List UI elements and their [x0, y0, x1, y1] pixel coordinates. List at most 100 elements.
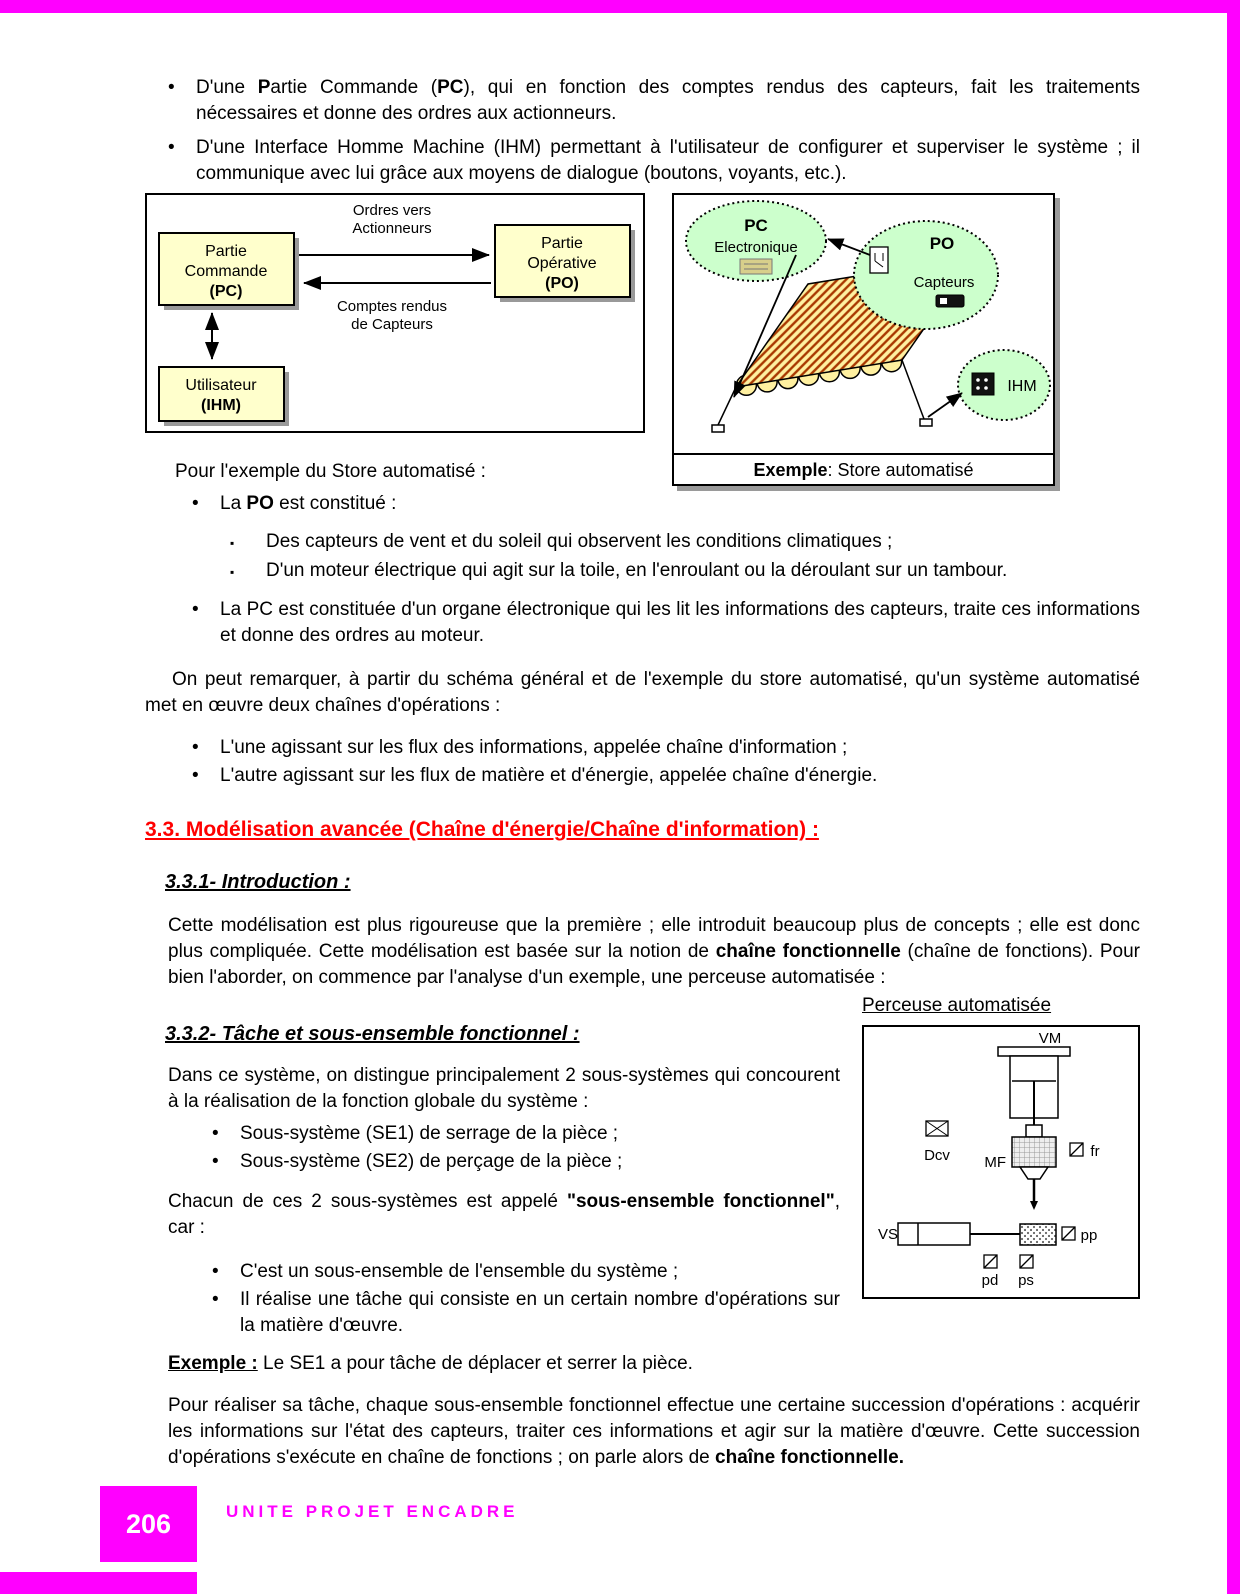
reports-label-line2: de Capteurs [351, 316, 433, 333]
list-item: • D'une Interface Homme Machine (IHM) pe… [168, 135, 1140, 187]
text-segment-bold: P [257, 77, 271, 98]
heading-text: 3.3. Modélisation avancée (Chaîne d'éner… [145, 818, 819, 841]
arrow-po-to-pc [827, 238, 871, 256]
bullet-icon: • [212, 1289, 219, 1310]
po-box: Partie Opérative (PO) [494, 224, 635, 302]
pc-label-1: Partie [205, 243, 247, 260]
pc-po-diagram: Ordres vers Actionneurs Comptes rendus d… [158, 202, 635, 426]
text-segment: Dans ce système, on distingue principale… [168, 1065, 840, 1112]
list-item: • Il réalise une tâche qui consiste en u… [212, 1287, 840, 1339]
pc-box-rect [158, 232, 295, 306]
bullet-icon: • [212, 1151, 219, 1172]
bullet-icon: • [192, 599, 199, 620]
introduction-paragraph: Cette modélisation est plus rigoureuse q… [168, 913, 1140, 991]
text-segment: La [220, 493, 247, 514]
bullet-icon: • [168, 137, 175, 158]
list-item: • Sous-système (SE2) de perçage de la pi… [212, 1149, 840, 1175]
bullet-icon: • [192, 493, 199, 514]
pd-label: pd [982, 1272, 999, 1289]
mf-label: MF [984, 1154, 1006, 1171]
page-border-right [1227, 0, 1240, 1594]
relay-icon [869, 246, 889, 274]
section-3-3-2-heading: 3.3.2- Tâche et sous-ensemble fonctionne… [165, 1021, 1140, 1047]
heading-text: 3.3.1- Introduction : [165, 871, 351, 893]
horizontal-cylinder [897, 1222, 1020, 1246]
ps-sensor-icon [1019, 1254, 1034, 1269]
awning-foot-right [919, 418, 933, 427]
text-segment: UNITE PROJET ENCADRE [226, 1502, 519, 1521]
list-item-text: Il réalise une tâche qui consiste en un … [240, 1287, 840, 1339]
pd-sensor-icon [983, 1254, 998, 1269]
vm-label: VM [1039, 1030, 1062, 1047]
text-segment: D'un moteur électrique qui agit sur la t… [266, 560, 1008, 581]
pp-label: pp [1081, 1227, 1098, 1244]
ihm-label: IHM [1007, 378, 1036, 395]
text-segment: D'une [196, 77, 258, 98]
exemple-label: Exemple : [168, 1353, 258, 1374]
po-label-1: Partie [541, 235, 583, 252]
text-segment-bold: chaîne fonctionnelle [715, 941, 901, 962]
text-segment: L'autre agissant sur les flux de matière… [220, 765, 878, 786]
text-segment: est constitué : [273, 493, 397, 514]
text-segment: L'une agissant sur les flux des informat… [220, 737, 848, 758]
list-item-text: Des capteurs de vent et du soleil qui ob… [266, 529, 1140, 556]
section-3-3-heading: 3.3. Modélisation avancée (Chaîne d'éner… [145, 817, 1140, 843]
bullet-icon: • [192, 737, 199, 758]
pp-sensor-icon [1061, 1226, 1076, 1241]
po-bubble-title: PO [930, 234, 955, 253]
drill-tip [1030, 1201, 1038, 1210]
text-segment: Des capteurs de vent et du soleil qui ob… [266, 531, 893, 552]
text-segment: ), qui en fonction des comptes rendus de… [196, 77, 1140, 124]
list-item: • Sous-système (SE1) de serrage de la pi… [212, 1121, 840, 1147]
caption-bold: Exemple [753, 459, 828, 480]
text-segment: La PC est constituée d'un organe électro… [220, 599, 1140, 646]
list-item-text: C'est un sous-ensemble de l'ensemble du … [240, 1259, 840, 1285]
text-segment: artie Commande ( [270, 77, 438, 98]
page-border-bottom-left [0, 1572, 197, 1594]
text-segment-bold: PO [246, 493, 274, 514]
list-item: • C'est un sous-ensemble de l'ensemble d… [212, 1259, 840, 1285]
text-segment: (chaîne de fonctions). Pour bien l'abord… [168, 941, 1140, 988]
store-example-caption: Exemple : Store automatisé [674, 453, 1053, 484]
drill-motor [1011, 1136, 1057, 1210]
user-label-2: (IHM) [201, 397, 241, 414]
user-label-1: Utilisateur [185, 377, 257, 394]
list-item-text: Sous-système (SE2) de perçage de la pièc… [240, 1149, 840, 1175]
orders-label-line1: Ordres vers [353, 202, 431, 219]
po-box-rect [494, 224, 631, 298]
reports-label-line1: Comptes rendus [337, 298, 447, 315]
text-segment: Le SE1 a pour tâche de déplacer et serre… [257, 1353, 693, 1374]
list-item: • L'une agissant sur les flux des inform… [192, 735, 1140, 761]
awning-frame [711, 359, 933, 433]
perceuse-figure-title: Perceuse automatisée [862, 993, 1140, 1019]
text-segment: Cette modélisation est plus rigoureuse q… [168, 915, 1140, 962]
tache-paragraph: Dans ce système, on distingue principale… [168, 1063, 1140, 1115]
orders-label-line2: Actionneurs [352, 220, 431, 237]
list-item-text: D'une Partie Commande (PC), qui en fonct… [196, 75, 1140, 127]
po-label-3: (PO) [545, 275, 579, 292]
text-segment: Chacun de ces 2 sous-systèmes est appelé [168, 1191, 567, 1212]
caption-rest: : Store automatisé [827, 459, 974, 480]
capteurs-label: Capteurs [914, 274, 975, 291]
keypad-icon [971, 372, 995, 396]
text-segment: C'est un sous-ensemble de l'ensemble du … [240, 1261, 679, 1282]
perceuse-figure: Perceuse automatisée VM [862, 993, 1140, 1299]
bullet-icon: • [168, 77, 175, 98]
list-item-text: La PO est constitué : [220, 491, 1140, 517]
text-segment: Sous-système (SE1) de serrage de la pièc… [240, 1123, 619, 1144]
page-number: 206 [125, 1508, 172, 1539]
text-segment: Pour réaliser sa tâche, chaque sous-ense… [168, 1395, 1140, 1468]
square-bullet-icon: ▪ [230, 565, 235, 579]
list-item: • D'une Partie Commande (PC), qui en fon… [168, 75, 1140, 127]
list-item-text: L'une agissant sur les flux des informat… [220, 735, 1140, 761]
pc-po-diagram-box: Ordres vers Actionneurs Comptes rendus d… [145, 193, 645, 433]
store-example-box: PC Electronique PO Capte [672, 193, 1055, 486]
pc-bubble: PC Electronique [685, 200, 827, 282]
list-item-text: La PC est constituée d'un organe électro… [220, 597, 1140, 649]
list-item: • La PC est constituée d'un organe élect… [192, 597, 1140, 649]
ihm-bubble: IHM [957, 349, 1051, 421]
pc-label-2: Commande [185, 263, 268, 280]
page-border-top [0, 0, 1240, 13]
exemple-line: Exemple : Le SE1 a pour tâche de déplace… [168, 1351, 1140, 1377]
pc-box: Partie Commande (PC) [158, 232, 299, 310]
